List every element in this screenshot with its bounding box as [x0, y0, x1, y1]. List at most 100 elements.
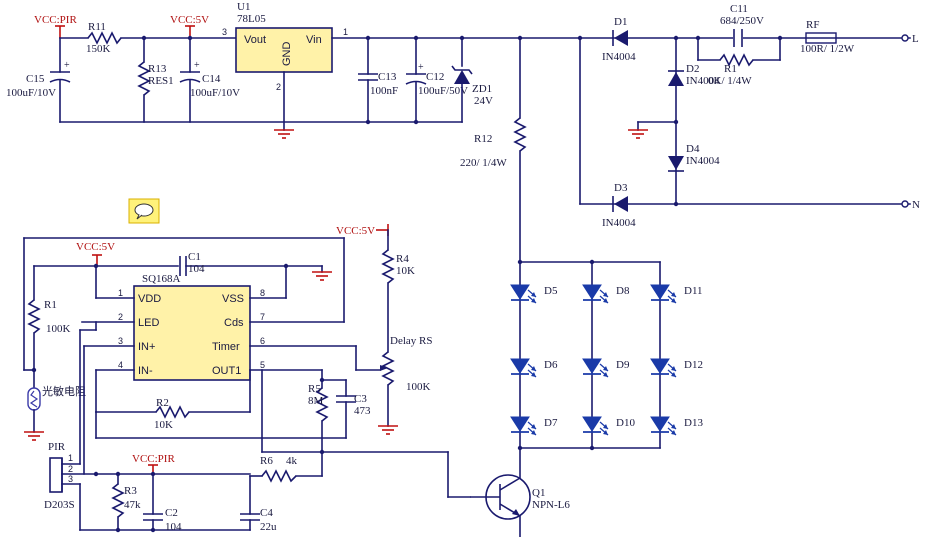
- d4-diode: [668, 156, 684, 170]
- ic-pin8-name: VSS: [222, 293, 244, 305]
- ic-pin7-num: 7: [260, 312, 265, 322]
- rf-value: 100R/ 1/2W: [800, 43, 855, 55]
- u1-pin1: 1: [343, 27, 348, 37]
- u1-pin-gnd: GND: [281, 42, 293, 67]
- r2-value: 10K: [154, 419, 173, 431]
- led-d9: D9: [582, 358, 630, 378]
- r12-resistor: [513, 117, 527, 152]
- vcc-5v-label-r4: VCC:5V: [336, 225, 375, 237]
- pir-sensor: [49, 457, 63, 493]
- r6-resistor: [261, 469, 297, 483]
- q1-value: NPN-L6: [532, 499, 570, 511]
- led-d6: D6: [510, 358, 558, 378]
- ground-symbol-u1: [274, 129, 294, 139]
- d1-diode: [614, 30, 628, 46]
- pir-ref: PIR: [48, 441, 66, 453]
- c12-value: 100uF/50V: [418, 85, 468, 97]
- ic-part: SQ168A: [142, 273, 181, 285]
- terminal-n: N: [912, 199, 920, 211]
- led-label: D5: [544, 285, 558, 297]
- ldr-label: 光敏电阻: [42, 384, 86, 398]
- r13-resistor: [137, 61, 151, 96]
- r5-ref: R5: [308, 383, 321, 395]
- c4-value: 22u: [260, 521, 277, 533]
- ic-pin2-num: 2: [118, 312, 123, 322]
- delay-ref: Delay RS: [390, 335, 432, 347]
- led-d8: D8: [582, 284, 630, 304]
- r1-resistor: [27, 299, 41, 334]
- ic-pin3-name: IN+: [138, 341, 155, 353]
- r11-ref: R11: [88, 21, 106, 33]
- ic-pin3-num: 3: [118, 336, 123, 346]
- pir-control-section: SQ168A VDD LED IN+ IN- VSS Cds Timer OUT…: [23, 224, 471, 533]
- c11-value: 684/250V: [720, 15, 764, 27]
- c2-value: 104: [165, 521, 182, 533]
- u1-regulator: [235, 27, 333, 73]
- c11-ref: C11: [730, 3, 748, 15]
- c13-value: 100nF: [370, 85, 398, 97]
- led-label: D11: [684, 285, 703, 297]
- comment-icon[interactable]: [128, 198, 160, 224]
- q1-ref: Q1: [532, 487, 545, 499]
- u1-ref: U1: [237, 1, 250, 13]
- led-label: D6: [544, 359, 558, 371]
- r3-value: 47k: [124, 499, 141, 511]
- ic-pin2-name: LED: [138, 317, 159, 329]
- r1-bleeder-resistor: [719, 53, 754, 67]
- d1-value: IN4004: [602, 51, 636, 63]
- d1-ref: D1: [614, 16, 627, 28]
- zd1-value: 24V: [474, 95, 493, 107]
- c1-ref: C1: [188, 251, 201, 263]
- r12-value: 220/ 1/4W: [460, 157, 507, 169]
- r1b-ref: R1: [724, 63, 737, 75]
- vcc-5v-label-top: VCC:5V: [170, 14, 209, 26]
- ic-pin4-num: 4: [118, 360, 123, 370]
- r4-ref: R4: [396, 253, 409, 265]
- r13-value: RES1: [148, 75, 174, 87]
- ic-pin1-num: 1: [118, 288, 123, 298]
- ic-sq168a: [133, 285, 251, 381]
- r2-resistor: [155, 405, 190, 419]
- pir-pin2: 2: [68, 464, 73, 474]
- r1-value: 100K: [46, 323, 71, 335]
- led-d11: D11: [650, 284, 703, 304]
- led-label: D9: [616, 359, 630, 371]
- c13-ref: C13: [378, 71, 397, 83]
- ground-symbol-delay: [378, 425, 398, 435]
- vcc-pir-label-top: VCC:PIR: [34, 14, 77, 26]
- delay-potentiometer[interactable]: [381, 351, 395, 386]
- terminal-l: L: [912, 33, 919, 45]
- ic-pin1-name: VDD: [138, 293, 161, 305]
- led-label: D12: [684, 359, 703, 371]
- ic-pin5-name: OUT1: [212, 365, 241, 377]
- ic-pin7-name: Cds: [224, 317, 244, 329]
- d3-diode: [614, 196, 628, 212]
- led-d5: D5: [510, 284, 558, 304]
- d2-value: IN4004: [686, 75, 720, 87]
- pir-pin3: 3: [68, 474, 73, 484]
- c14-value: 100uF/10V: [190, 87, 240, 99]
- led-label: D13: [684, 417, 703, 429]
- u1-pin3: 3: [222, 27, 227, 37]
- c4-ref: C4: [260, 507, 273, 519]
- c2-ref: C2: [165, 507, 178, 519]
- c14-ref: C14: [202, 73, 221, 85]
- c3-ref: C3: [354, 393, 367, 405]
- r11-value: 150K: [86, 43, 111, 55]
- ic-pin8-num: 8: [260, 288, 265, 298]
- led-d13: D13: [650, 416, 703, 436]
- led-d12: D12: [650, 358, 703, 378]
- pir-pin1: 1: [68, 453, 73, 463]
- svg-text:+: +: [194, 60, 200, 71]
- r5-resistor: [315, 387, 329, 422]
- c12-ref: C12: [426, 71, 444, 83]
- led-label: D8: [616, 285, 630, 297]
- d2-ref: D2: [686, 63, 699, 75]
- r2-ref: R2: [156, 397, 169, 409]
- ground-symbol-bridge: [628, 129, 648, 139]
- r1-ref: R1: [44, 299, 57, 311]
- rf-ref: RF: [806, 19, 819, 31]
- d2-diode: [668, 72, 684, 86]
